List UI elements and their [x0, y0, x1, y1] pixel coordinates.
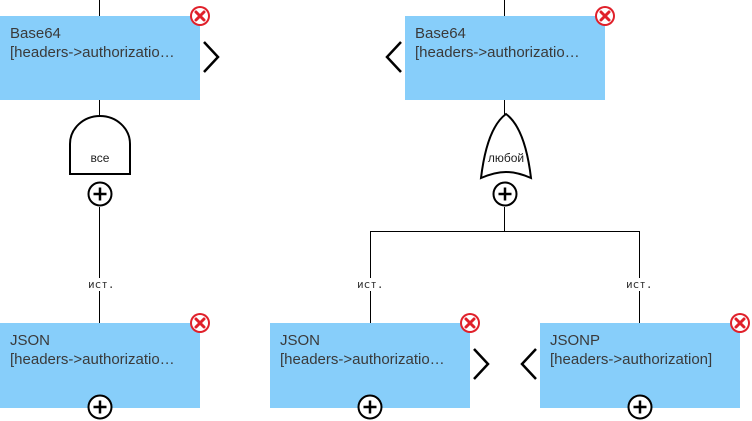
- node-title: Base64: [415, 25, 466, 42]
- add-child-icon[interactable]: [492, 181, 518, 207]
- or-gate-label: любой: [487, 151, 525, 165]
- wire-left-edge: [99, 207, 100, 323]
- close-icon[interactable]: [459, 312, 481, 334]
- node-path: [headers->authorizatio…: [10, 351, 175, 368]
- wire-right-edge: [639, 231, 640, 323]
- close-icon[interactable]: [189, 312, 211, 334]
- node-title: JSON: [280, 332, 321, 349]
- close-icon[interactable]: [189, 5, 211, 27]
- and-gate-icon[interactable]: [69, 114, 131, 176]
- wire-left-node-to-gate: [99, 100, 100, 118]
- wire-mid-edge: [370, 231, 371, 323]
- node-title: JSONP: [550, 332, 601, 349]
- wire-top-right: [504, 0, 505, 16]
- add-child-icon[interactable]: [357, 394, 383, 420]
- node-json-left[interactable]: JSON [headers->authorizatio…: [0, 323, 200, 408]
- add-child-icon[interactable]: [87, 394, 113, 420]
- add-child-icon[interactable]: [627, 394, 653, 420]
- edge-label-mid: ист.: [355, 278, 386, 291]
- add-child-icon[interactable]: [87, 181, 113, 207]
- node-path: [headers->authorizatio…: [280, 351, 445, 368]
- edge-label-left: ист.: [86, 278, 117, 291]
- chevron-left-icon[interactable]: [519, 347, 539, 381]
- edge-label-right: ист.: [624, 278, 655, 291]
- node-json-mid[interactable]: JSON [headers->authorizatio…: [270, 323, 470, 408]
- close-icon[interactable]: [729, 312, 751, 334]
- wire-right-node-to-gate: [504, 100, 505, 116]
- node-jsonp-right[interactable]: JSONP [headers->authorization]: [540, 323, 740, 408]
- or-gate-icon[interactable]: [479, 112, 533, 186]
- and-gate-label: все: [90, 151, 110, 165]
- chevron-right-icon[interactable]: [201, 40, 221, 74]
- node-base64-left[interactable]: Base64 [headers->authorizatio…: [0, 16, 200, 100]
- node-path: [headers->authorizatio…: [10, 44, 175, 61]
- wire-right-trunk: [504, 207, 505, 231]
- node-base64-right[interactable]: Base64 [headers->authorizatio…: [405, 16, 605, 100]
- chevron-left-icon[interactable]: [384, 40, 404, 74]
- chevron-right-icon[interactable]: [471, 347, 491, 381]
- wire-top-left: [99, 0, 100, 16]
- node-title: Base64: [10, 25, 61, 42]
- node-title: JSON: [10, 332, 51, 349]
- close-icon[interactable]: [594, 5, 616, 27]
- node-path: [headers->authorizatio…: [415, 44, 580, 61]
- wire-right-bus: [370, 231, 640, 232]
- node-path: [headers->authorization]: [550, 351, 713, 368]
